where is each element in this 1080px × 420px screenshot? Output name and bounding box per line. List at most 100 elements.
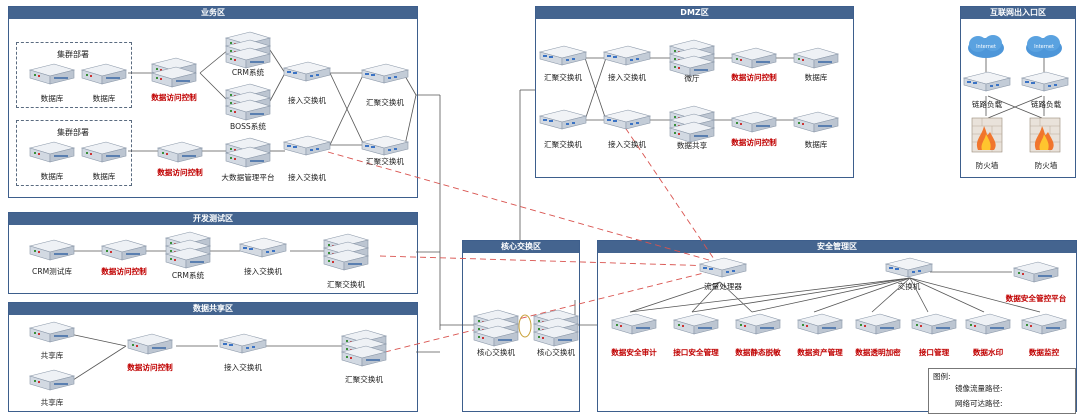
security-label-mask: 数据静态脱敏	[735, 348, 781, 357]
datashare-label-agg: 汇聚交换机	[345, 375, 383, 384]
server-icon-encrypt	[855, 313, 901, 335]
business-zone: 业务区	[8, 6, 418, 198]
server-icon-lib1	[29, 321, 75, 343]
server-icon-platform	[1013, 261, 1059, 283]
dmz-label-wt: 微厅	[684, 74, 700, 83]
server-icon-iface	[911, 313, 957, 335]
server-icon-share	[670, 106, 714, 142]
server-icon-wt	[670, 40, 714, 76]
label-db4: 数据库	[92, 172, 116, 181]
server-icon-monitor	[1021, 313, 1067, 335]
devtest-label-crm: CRM系统	[171, 271, 205, 280]
dmz-label-dac2: 数据访问控制	[731, 138, 777, 147]
server-icon-dmz-dac1	[731, 47, 777, 69]
security-label-monitor: 数据监控	[1028, 348, 1060, 357]
label-db1: 数据库	[40, 94, 64, 103]
server-icon-datashare-dac	[127, 333, 173, 355]
label-db3: 数据库	[40, 172, 64, 181]
dmz-label-agg2: 汇聚交换机	[544, 140, 582, 149]
firewall-icon-2	[1029, 117, 1061, 153]
dmz-label-agg1: 汇聚交换机	[544, 73, 582, 82]
business-zone-title: 业务区	[9, 7, 417, 19]
internet-cloud-label-1: Internet	[976, 44, 996, 50]
security-label-audit: 数据安全审计	[611, 348, 657, 357]
switch-icon-lb1	[963, 71, 1011, 92]
security-label-watermark: 数据水印	[972, 348, 1004, 357]
cluster-box-2	[16, 120, 132, 186]
server-icon-db2	[81, 63, 127, 85]
server-icon-crm	[226, 32, 270, 68]
datashare-label-access: 接入交换机	[224, 363, 262, 372]
switch-icon-datashare-agg	[342, 330, 386, 366]
devtest-label-crmtest: CRM测试库	[32, 267, 72, 276]
server-icon-crmtest	[29, 239, 75, 261]
switch-icon-access2	[283, 135, 331, 156]
datashare-label-lib2: 共享库	[40, 398, 64, 407]
server-icon-dac2	[157, 141, 203, 163]
server-icon-asset	[797, 313, 843, 335]
label-bigdata: 大数据管理平台	[221, 173, 275, 182]
dmz-zone: DMZ区	[535, 6, 854, 178]
internet-label-fw2: 防火墙	[1034, 161, 1058, 170]
security-label-flow: 流量处理器	[704, 282, 742, 291]
datashare-label-dac: 数据访问控制	[127, 363, 173, 372]
server-icon-dmz-db1	[793, 47, 839, 69]
dmz-label-db2: 数据库	[804, 140, 828, 149]
server-icon-boss	[226, 84, 270, 120]
devtest-label-access: 接入交换机	[244, 267, 282, 276]
legend-reach-label: 网络可达路径:	[955, 399, 1003, 408]
switch-icon-lb2	[1021, 71, 1069, 92]
label-boss: BOSS系统	[230, 122, 266, 131]
label-access2: 接入交换机	[288, 173, 326, 182]
server-icon-mask	[735, 313, 781, 335]
devtest-label-agg: 汇聚交换机	[327, 280, 365, 289]
switch-icon-security-switch	[885, 257, 933, 278]
internet-zone-title: 互联网出入口区	[961, 7, 1075, 19]
dmz-zone-title: DMZ区	[536, 7, 853, 19]
server-icon-devtest-crm	[166, 232, 210, 268]
switch-icon-flow-processor	[699, 257, 747, 278]
security-label-encrypt: 数据透明加密	[855, 348, 901, 357]
security-label-platform: 数据安全管控平台	[1005, 294, 1067, 303]
server-icon-db1	[29, 63, 75, 85]
firewall-icon-1	[971, 117, 1003, 153]
legend-mirror-label: 镜像流量路径:	[955, 384, 1003, 393]
internet-cloud-label-2: Internet	[1034, 44, 1054, 50]
security-zone-title: 安全管理区	[598, 241, 1076, 253]
label-dac2: 数据访问控制	[157, 168, 203, 177]
switch-icon-dmz-access2	[603, 109, 651, 130]
switch-icon-dmz-agg1	[539, 45, 587, 66]
internet-label-lb2: 链路负载	[1030, 100, 1062, 109]
switch-icon-datashare-access	[219, 333, 267, 354]
server-icon-db4	[81, 141, 127, 163]
datashare-label-lib1: 共享库	[40, 351, 64, 360]
label-dac1: 数据访问控制	[151, 93, 197, 102]
server-icon-watermark	[965, 313, 1011, 335]
switch-icon-dmz-access1	[603, 45, 651, 66]
core-label-sw1: 核心交换机	[477, 348, 515, 357]
cluster-label-1: 集群部署	[57, 50, 89, 59]
dmz-label-share: 数据共享	[676, 141, 708, 150]
dmz-label-dac1: 数据访问控制	[731, 73, 777, 82]
security-label-api: 接口安全管理	[673, 348, 719, 357]
cluster-label-2: 集群部署	[57, 128, 89, 137]
dmz-label-access1: 接入交换机	[608, 73, 646, 82]
devtest-zone-title: 开发测试区	[9, 213, 417, 225]
server-icon-db3	[29, 141, 75, 163]
security-label-asset: 数据资产管理	[797, 348, 843, 357]
server-icon-dac1	[152, 58, 196, 87]
core-zone-title: 核心交换区	[463, 241, 579, 253]
server-icon-dmz-dac2	[731, 111, 777, 133]
label-agg1: 汇聚交换机	[366, 98, 404, 107]
label-agg2: 汇聚交换机	[366, 157, 404, 166]
label-access1: 接入交换机	[288, 96, 326, 105]
label-crm: CRM系统	[231, 68, 265, 77]
devtest-label-dac: 数据访问控制	[101, 267, 147, 276]
legend-box: 图例: 镜像流量路径: 网络可达路径:	[928, 368, 1076, 414]
server-icon-bigdata	[226, 138, 270, 167]
switch-icon-access1	[283, 61, 331, 82]
server-icon-devtest-dac	[101, 239, 147, 261]
datashare-zone-title: 数据共享区	[9, 303, 417, 315]
core-label-sw2: 核心交换机	[537, 348, 575, 357]
